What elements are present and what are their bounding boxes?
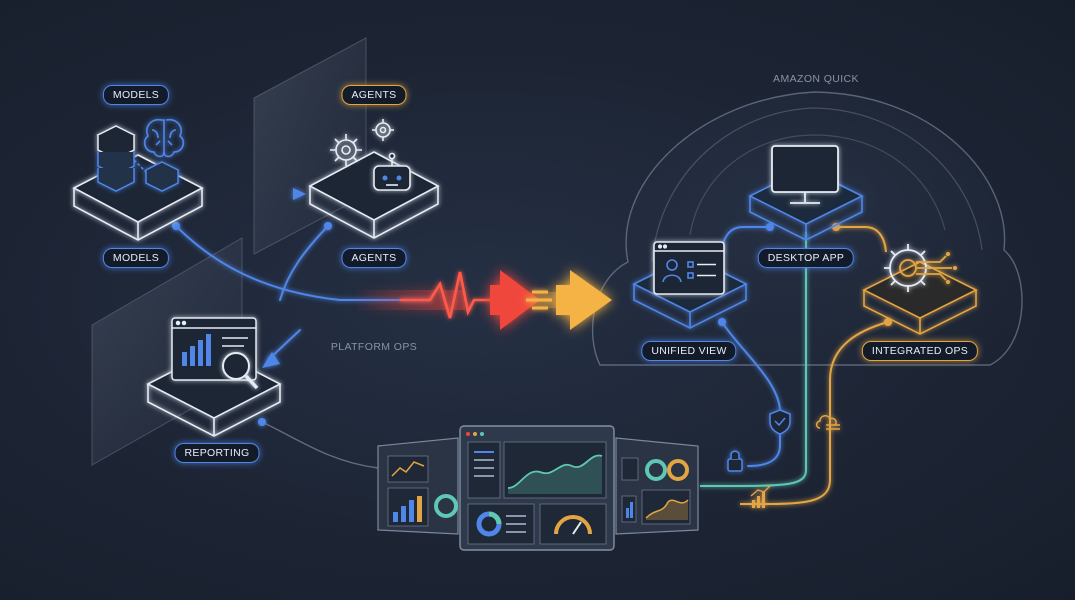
node-models [72,154,204,241]
connector-agents-platform [279,225,329,301]
cloud-inner-arc [689,134,946,236]
connector-reporting-dashboard [261,421,379,469]
label-models-bottom: MODELS [102,248,170,268]
orange-dash-trail [526,290,552,310]
brain-icon [143,118,185,158]
cloud-outer [591,91,1023,366]
label-reporting: REPORTING [174,443,260,463]
shield-check-icon [769,409,791,435]
dot-models [172,222,180,230]
cloud-middle-arc [651,107,983,263]
robot-icon [373,152,411,191]
dashboard-left-panel [377,437,459,535]
glass-panel-agents [253,37,367,255]
bar-chart-icon [750,485,771,508]
cube-stack-icon [96,125,180,192]
dot-agents [324,222,332,230]
magnifier-icon [222,352,259,390]
profile-window-icon [653,241,725,295]
label-agents-top: AGENTS [341,85,407,105]
platform-ops-label: PLATFORM OPS [330,341,418,353]
label-unified-view: UNIFIED VIEW [641,341,737,361]
gear-icon [330,119,394,166]
dashboard-right-panel [615,437,699,535]
label-models-top: MODELS [102,85,170,105]
connector-models-platform [175,225,431,301]
dot-desktop [766,223,774,231]
dot-unified [718,318,726,326]
connector-desktop-dashboard [700,232,807,487]
dashboard-icon [377,425,699,551]
lock-icon [727,450,743,472]
label-agents-bottom: AGENTS [341,248,407,268]
orange-flow-arrow [556,270,612,330]
gear-circuit-icon [884,244,957,292]
connector-integrated-cloud [740,321,889,505]
arrow-models-agents-head [293,188,306,200]
connector-desktop-integrated [836,226,887,253]
label-desktop-app: DESKTOP APP [757,248,855,268]
arrowhead-reporting [262,352,280,368]
cloud-sync-icon [815,415,840,430]
label-integrated-ops: INTEGRATED OPS [861,341,979,361]
dot-desktop-right [832,223,840,231]
dot-reporting [258,418,266,426]
heartbeat-line-icon [400,271,495,319]
diagram-title: AMAZON QUICK [773,73,859,85]
red-flow-arrow [490,270,540,330]
dot-integrated [884,318,892,326]
monitor-icon [771,145,839,204]
dashboard-center-panel [459,425,615,551]
